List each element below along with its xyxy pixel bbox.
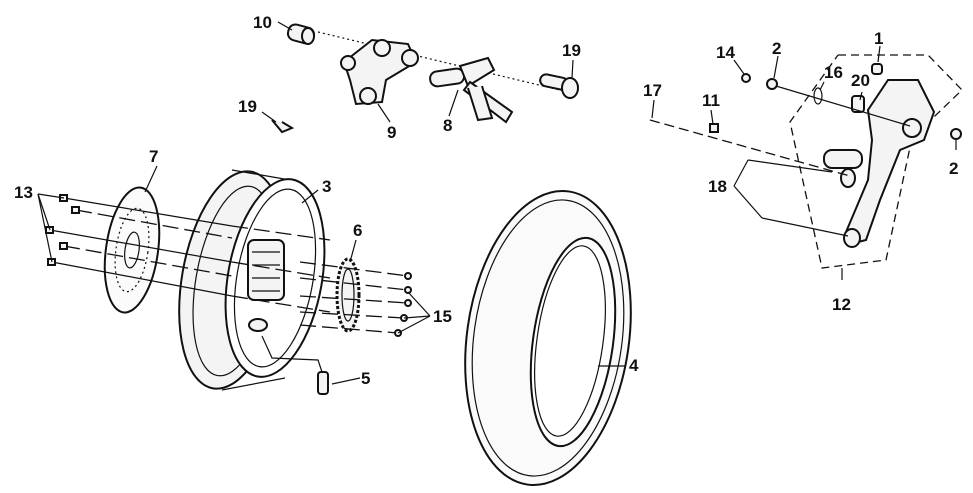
- swingarm-bracket: [649, 54, 963, 269]
- callout-7: 7: [149, 147, 159, 166]
- sprocket: [335, 257, 361, 333]
- callout-15: 15: [433, 307, 452, 326]
- brake-disc: [103, 186, 161, 314]
- callout-3: 3: [322, 177, 332, 196]
- callout-5: 5: [361, 369, 371, 388]
- callout-11: 11: [702, 91, 720, 110]
- callout-19-left: 19: [238, 97, 257, 116]
- callout-2-top: 2: [772, 39, 782, 58]
- callout-8: 8: [443, 116, 453, 135]
- leader-lines: [37, 21, 957, 385]
- callout-9: 9: [387, 123, 397, 142]
- tire: [464, 190, 632, 486]
- rim: [178, 169, 326, 391]
- callout-6: 6: [353, 221, 363, 240]
- callout-18: 18: [708, 177, 727, 196]
- sprocket-bolts: [299, 261, 412, 337]
- callout-2-right: 2: [949, 159, 959, 178]
- callout-4: 4: [629, 356, 639, 375]
- callout-19-top: 19: [562, 41, 581, 60]
- callout-17: 17: [643, 81, 662, 100]
- callout-14: 14: [716, 43, 735, 62]
- top-assembly: [271, 23, 579, 134]
- callout-20: 20: [851, 71, 870, 90]
- callout-10: 10: [253, 13, 272, 32]
- callout-16: 16: [824, 63, 843, 82]
- callout-1: 1: [874, 29, 884, 48]
- callout-13: 13: [14, 183, 33, 202]
- callout-12: 12: [832, 295, 851, 314]
- valve: [261, 335, 329, 395]
